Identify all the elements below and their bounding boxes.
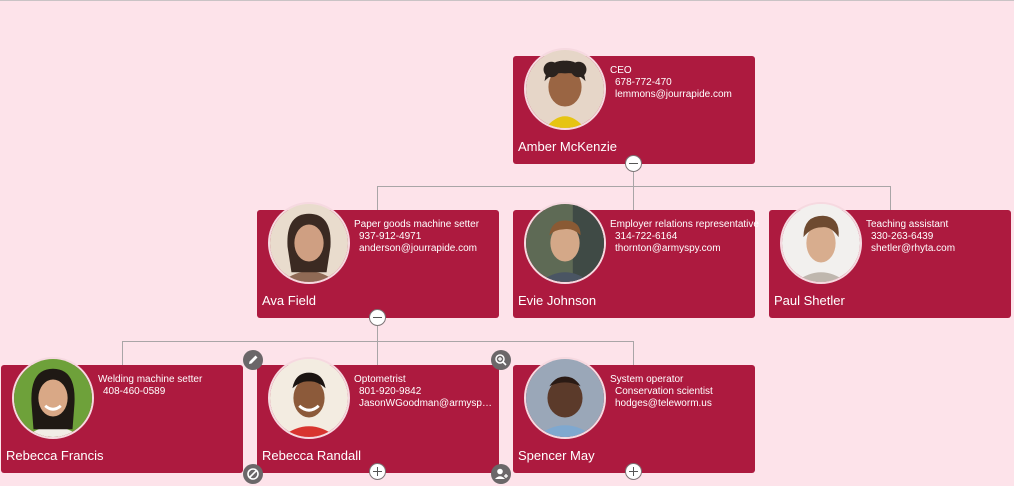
connector	[377, 341, 378, 365]
node-details: Paper goods machine setter 937-912-4971 …	[354, 219, 479, 255]
node-name: Evie Johnson	[518, 293, 597, 308]
connector	[633, 172, 634, 186]
avatar	[524, 48, 606, 130]
avatar	[524, 202, 606, 284]
collapse-toggle-amber[interactable]	[625, 155, 642, 172]
connector	[122, 341, 634, 342]
remove-icon[interactable]	[243, 464, 263, 484]
connector	[377, 186, 891, 187]
connector	[633, 341, 634, 365]
node-phone: 937-912-4971	[359, 231, 422, 242]
node-phone: 801-920-9842	[359, 386, 422, 397]
node-title: Welding machine setter	[98, 374, 203, 385]
avatar	[268, 202, 350, 284]
node-details: System operator Conservation scientist h…	[610, 374, 713, 410]
node-name: Paul Shetler	[774, 293, 845, 308]
node-phone: 330-263-6439	[871, 231, 934, 242]
node-details: Employer relations representative 314-72…	[610, 219, 759, 255]
org-node-amber-mckenzie[interactable]: CEO 678-772-470 lemmons@jourrapide.com A…	[513, 48, 755, 164]
avatar	[524, 357, 606, 439]
top-border	[0, 0, 1014, 1]
node-title: Teaching assistant	[866, 219, 949, 230]
collapse-toggle-ava[interactable]	[369, 309, 386, 326]
node-phone: 314-722-6164	[615, 231, 678, 242]
node-details: CEO 678-772-470 lemmons@jourrapide.com	[610, 65, 732, 101]
node-email: JasonWGoodman@armyspy.com	[359, 398, 494, 409]
org-node-spencer-may[interactable]: System operator Conservation scientist h…	[513, 357, 755, 473]
expand-toggle-rebecca-randall[interactable]	[369, 463, 386, 480]
node-name: Ava Field	[262, 293, 316, 308]
node-email: shetler@rhyta.com	[871, 243, 956, 254]
node-details: Welding machine setter 408-460-0589	[98, 374, 202, 398]
node-title: Employer relations representative	[610, 219, 759, 230]
node-name: Rebecca Randall	[262, 448, 362, 463]
org-node-evie-johnson[interactable]: Employer relations representative 314-72…	[513, 202, 759, 318]
org-node-paul-shetler[interactable]: Teaching assistant 330-263-6439 shetler@…	[769, 202, 1011, 318]
node-email: hodges@teleworm.us	[615, 398, 712, 409]
node-name: Rebecca Francis	[6, 448, 104, 463]
avatar	[780, 202, 862, 284]
connector	[377, 186, 378, 210]
node-phone: 408-460-0589	[103, 386, 166, 397]
node-phone: 678-772-470	[615, 77, 672, 88]
expand-toggle-spencer-may[interactable]	[625, 463, 642, 480]
org-node-rebecca-francis[interactable]: Welding machine setter 408-460-0589 Rebe…	[1, 357, 243, 473]
node-subtitle: Conservation scientist	[615, 386, 713, 397]
node-details: Teaching assistant 330-263-6439 shetler@…	[866, 219, 955, 255]
connector	[633, 186, 634, 210]
node-details: Optometrist 801-920-9842 JasonWGoodman@a…	[354, 374, 494, 410]
avatar	[268, 357, 350, 439]
node-title: Paper goods machine setter	[354, 219, 480, 230]
add-user-icon[interactable]	[491, 464, 511, 484]
connector	[890, 186, 891, 210]
connector	[377, 326, 378, 341]
node-name: Spencer May	[518, 448, 595, 463]
node-title: CEO	[610, 65, 632, 76]
zoom-in-icon[interactable]	[491, 350, 511, 370]
node-email: thornton@armyspy.com	[615, 243, 721, 254]
avatar	[12, 357, 94, 439]
node-email: anderson@jourrapide.com	[359, 243, 477, 254]
node-title: Optometrist	[354, 374, 406, 385]
org-node-ava-field[interactable]: Paper goods machine setter 937-912-4971 …	[257, 202, 499, 318]
node-email: lemmons@jourrapide.com	[615, 89, 732, 100]
edit-icon[interactable]	[243, 350, 263, 370]
node-name: Amber McKenzie	[518, 139, 617, 154]
org-node-rebecca-randall[interactable]: Optometrist 801-920-9842 JasonWGoodman@a…	[257, 357, 499, 473]
connector	[122, 341, 123, 365]
node-title: System operator	[610, 374, 684, 385]
